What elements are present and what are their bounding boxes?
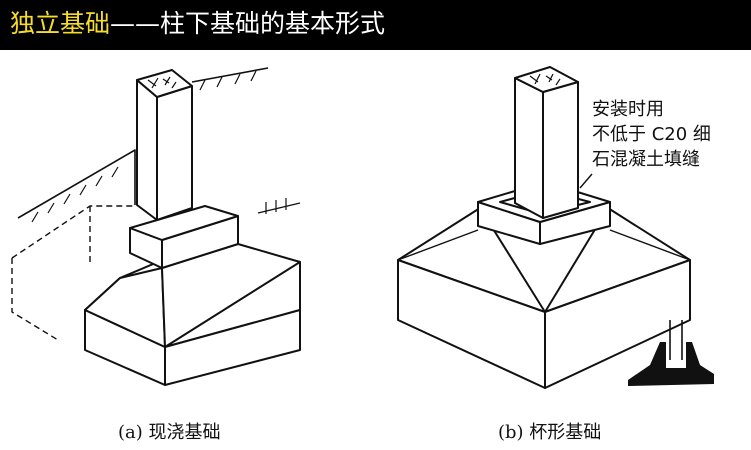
note-line: 安装时用 bbox=[592, 99, 664, 120]
cast-in-place-foundation-drawing bbox=[11, 67, 301, 386]
page-title: 独立基础——柱下基础的基本形式 bbox=[10, 7, 385, 41]
cup-foundation-drawing bbox=[397, 66, 714, 389]
foundation-figure bbox=[11, 66, 714, 389]
title-bar: 独立基础——柱下基础的基本形式 bbox=[0, 0, 751, 50]
installation-note: 安装时用 不低于 C20 细 石混凝土填缝 bbox=[592, 97, 711, 172]
title-highlight: 独立基础 bbox=[10, 9, 111, 38]
note-line: 石混凝土填缝 bbox=[592, 149, 700, 170]
title-rest: ——柱下基础的基本形式 bbox=[110, 9, 386, 38]
caption-cup-foundation: (b) 杯形基础 bbox=[498, 422, 602, 443]
caption-cast-in-place: (a) 现浇基础 bbox=[118, 422, 221, 443]
note-line: 不低于 C20 细 bbox=[592, 124, 711, 145]
